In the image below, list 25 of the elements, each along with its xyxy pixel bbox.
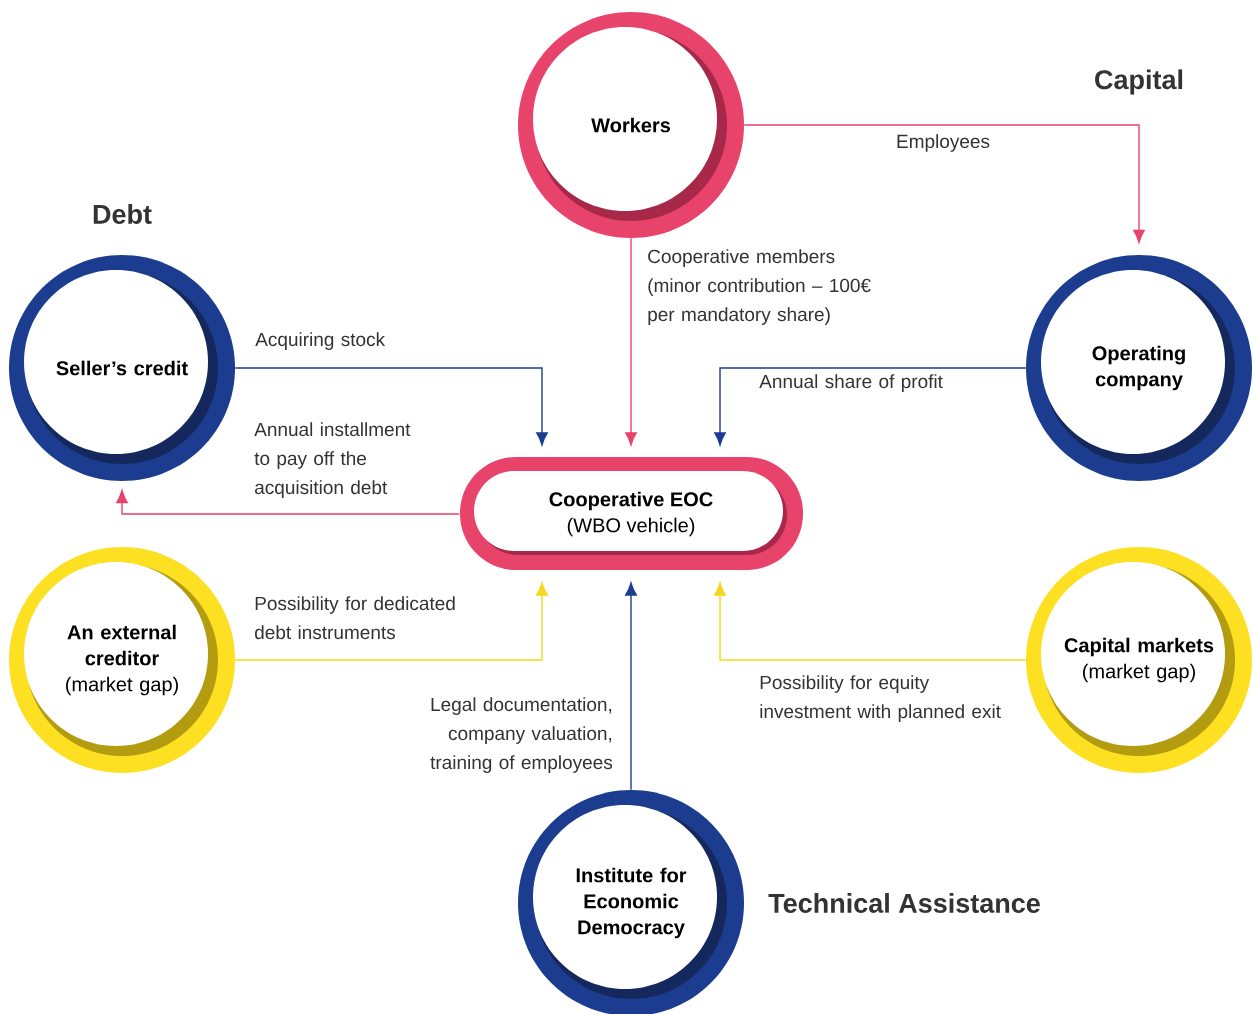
arrow [234, 367, 548, 446]
arrow [625, 582, 637, 791]
circle-node: Capital markets (market gap) [1026, 547, 1252, 773]
circle-node: An external creditor (market gap) [9, 547, 235, 773]
group-heading: Debt [93, 204, 152, 224]
edge-label: Legal documentation, company valuation, training of employees [430, 697, 613, 773]
arrow [116, 490, 460, 515]
group-heading: Technical Assistance [768, 893, 1040, 913]
arrow [714, 367, 1027, 446]
circle-node: Workers [518, 12, 744, 238]
edge-label: Cooperative members (minor contribution – 100€ per mandatory share) [648, 249, 871, 325]
circle-node: Seller’s credit [9, 255, 235, 481]
edge-label: Annual share of profit [759, 374, 943, 392]
group-heading: Capital [1095, 69, 1183, 95]
edge-label: Employees [897, 134, 990, 152]
circle-node: Operating company [1026, 255, 1252, 481]
edge-label: Possibility for equity investment with planned exit [760, 675, 1001, 722]
edge-label: Acquiring stock [255, 332, 386, 350]
arrow [714, 582, 1027, 661]
rounded-node: Cooperative EOC (WBO vehicle) [460, 457, 803, 570]
edge-label: Annual installment to pay off the acquisition debt [254, 422, 411, 498]
arrow [234, 582, 548, 661]
arrow [625, 237, 637, 446]
arrow [743, 124, 1145, 243]
edge-label: Possibility for dedicated debt instruments [255, 596, 455, 640]
